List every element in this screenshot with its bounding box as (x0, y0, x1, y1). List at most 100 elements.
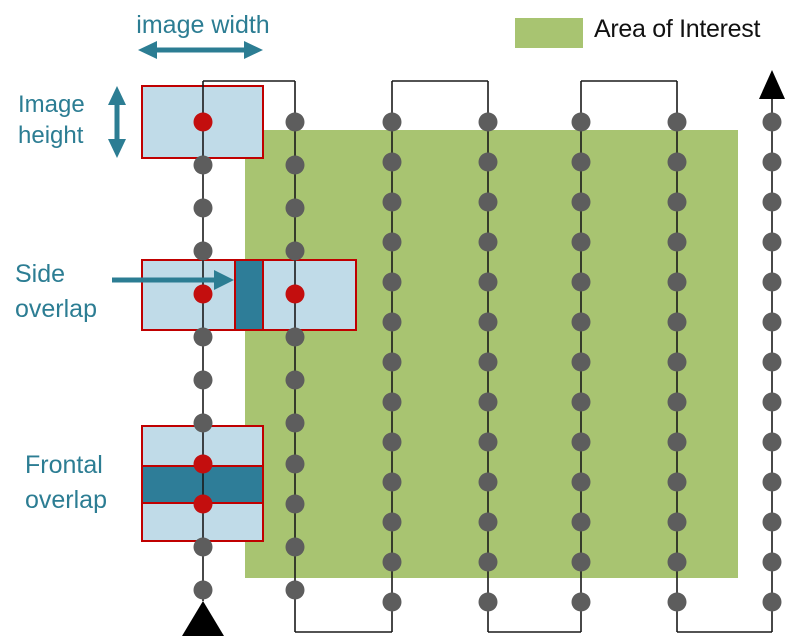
camera-position-dot-1-7 (193, 413, 213, 433)
camera-position-dot-2-9 (285, 494, 305, 514)
frontal-overlap-label-line1: Frontal (25, 451, 103, 479)
camera-position-dot-2-7 (285, 413, 305, 433)
camera-position-dot-4-12 (478, 592, 498, 612)
camera-position-dot-3-2 (382, 192, 402, 212)
camera-position-dot-4-11 (478, 552, 498, 572)
camera-position-dot-7-12 (762, 592, 782, 612)
camera-position-dot-4-0 (478, 112, 498, 132)
camera-position-dot-3-0 (382, 112, 402, 132)
camera-position-dot-7-2 (762, 192, 782, 212)
camera-position-dot-4-1 (478, 152, 498, 172)
camera-position-dot-3-9 (382, 472, 402, 492)
camera-position-dot-7-5 (762, 312, 782, 332)
camera-position-dot-3-11 (382, 552, 402, 572)
camera-position-dot-7-10 (762, 512, 782, 532)
camera-position-dot-5-1 (571, 152, 591, 172)
camera-position-dot-2-3 (285, 241, 305, 261)
area-of-interest-legend-label: Area of Interest (594, 15, 761, 43)
camera-position-dot-4-5 (478, 312, 498, 332)
image-height-label-line1: Image (18, 91, 85, 118)
camera-position-dot-6-3 (667, 232, 687, 252)
camera-position-dot-2-1 (285, 155, 305, 175)
camera-position-dot-1-10 (193, 537, 213, 557)
camera-position-dot-2-2 (285, 198, 305, 218)
camera-position-dot-2-5 (285, 327, 305, 347)
camera-position-dot-3-3 (382, 232, 402, 252)
legend-swatch (515, 18, 583, 48)
photo-center-dot-red-2-4 (285, 284, 305, 304)
camera-position-dot-5-9 (571, 472, 591, 492)
camera-position-dot-6-9 (667, 472, 687, 492)
camera-position-dot-5-0 (571, 112, 591, 132)
camera-position-dot-7-6 (762, 352, 782, 372)
camera-position-dot-4-2 (478, 192, 498, 212)
camera-position-dot-3-8 (382, 432, 402, 452)
camera-position-dot-7-4 (762, 272, 782, 292)
image-width-arrow-right-head (244, 41, 263, 59)
camera-position-dot-5-12 (571, 592, 591, 612)
image-height-label-line2: height (18, 122, 84, 149)
camera-position-dot-4-8 (478, 432, 498, 452)
camera-position-dot-7-7 (762, 392, 782, 412)
camera-position-dot-4-9 (478, 472, 498, 492)
camera-position-dot-7-8 (762, 432, 782, 452)
camera-position-dot-6-11 (667, 552, 687, 572)
camera-position-dot-7-9 (762, 472, 782, 492)
camera-position-dot-1-2 (193, 198, 213, 218)
side-overlap-label-line1: Side (15, 260, 66, 288)
camera-position-dot-5-3 (571, 232, 591, 252)
camera-position-dot-4-7 (478, 392, 498, 412)
photo-center-dot-red-1-0 (193, 112, 213, 132)
camera-position-dot-5-2 (571, 192, 591, 212)
camera-position-dot-6-1 (667, 152, 687, 172)
side-overlap-strip (234, 259, 264, 331)
camera-position-dot-2-8 (285, 454, 305, 474)
side-overlap-arrow-head (214, 270, 234, 290)
camera-position-dot-2-6 (285, 370, 305, 390)
camera-position-dot-2-10 (285, 537, 305, 557)
camera-position-dot-1-11 (193, 580, 213, 600)
camera-position-dot-5-11 (571, 552, 591, 572)
camera-position-dot-3-10 (382, 512, 402, 532)
photo-center-dot-red-1-8 (193, 454, 213, 474)
camera-position-dot-2-0 (285, 112, 305, 132)
camera-position-dot-6-8 (667, 432, 687, 452)
camera-position-dot-5-7 (571, 392, 591, 412)
image-width-arrow-left-head (138, 41, 157, 59)
camera-position-dot-3-1 (382, 152, 402, 172)
camera-position-dot-5-6 (571, 352, 591, 372)
camera-position-dot-3-4 (382, 272, 402, 292)
camera-position-dot-1-3 (193, 241, 213, 261)
camera-position-dot-6-2 (667, 192, 687, 212)
camera-position-dot-1-6 (193, 370, 213, 390)
camera-position-dot-7-1 (762, 152, 782, 172)
flight-start-arrow (182, 601, 224, 636)
camera-position-dot-7-11 (762, 552, 782, 572)
camera-position-dot-4-10 (478, 512, 498, 532)
camera-position-dot-3-5 (382, 312, 402, 332)
camera-position-dot-3-7 (382, 392, 402, 412)
side-overlap-label-line2: overlap (15, 295, 97, 323)
camera-position-dot-5-5 (571, 312, 591, 332)
camera-position-dot-1-1 (193, 155, 213, 175)
camera-position-dot-6-12 (667, 592, 687, 612)
camera-position-dot-1-5 (193, 327, 213, 347)
image-height-arrow-top-head (108, 86, 126, 105)
camera-position-dot-4-4 (478, 272, 498, 292)
camera-position-dot-6-10 (667, 512, 687, 532)
camera-position-dot-7-3 (762, 232, 782, 252)
flight-end-arrow (759, 70, 785, 99)
camera-position-dot-6-0 (667, 112, 687, 132)
camera-position-dot-5-10 (571, 512, 591, 532)
camera-position-dot-2-11 (285, 580, 305, 600)
camera-position-dot-4-6 (478, 352, 498, 372)
image-width-label: image width (136, 11, 270, 39)
camera-position-dot-6-6 (667, 352, 687, 372)
image-height-arrow-bottom-head (108, 139, 126, 158)
camera-position-dot-4-3 (478, 232, 498, 252)
camera-position-dot-6-7 (667, 392, 687, 412)
camera-position-dot-5-4 (571, 272, 591, 292)
camera-position-dot-5-8 (571, 432, 591, 452)
